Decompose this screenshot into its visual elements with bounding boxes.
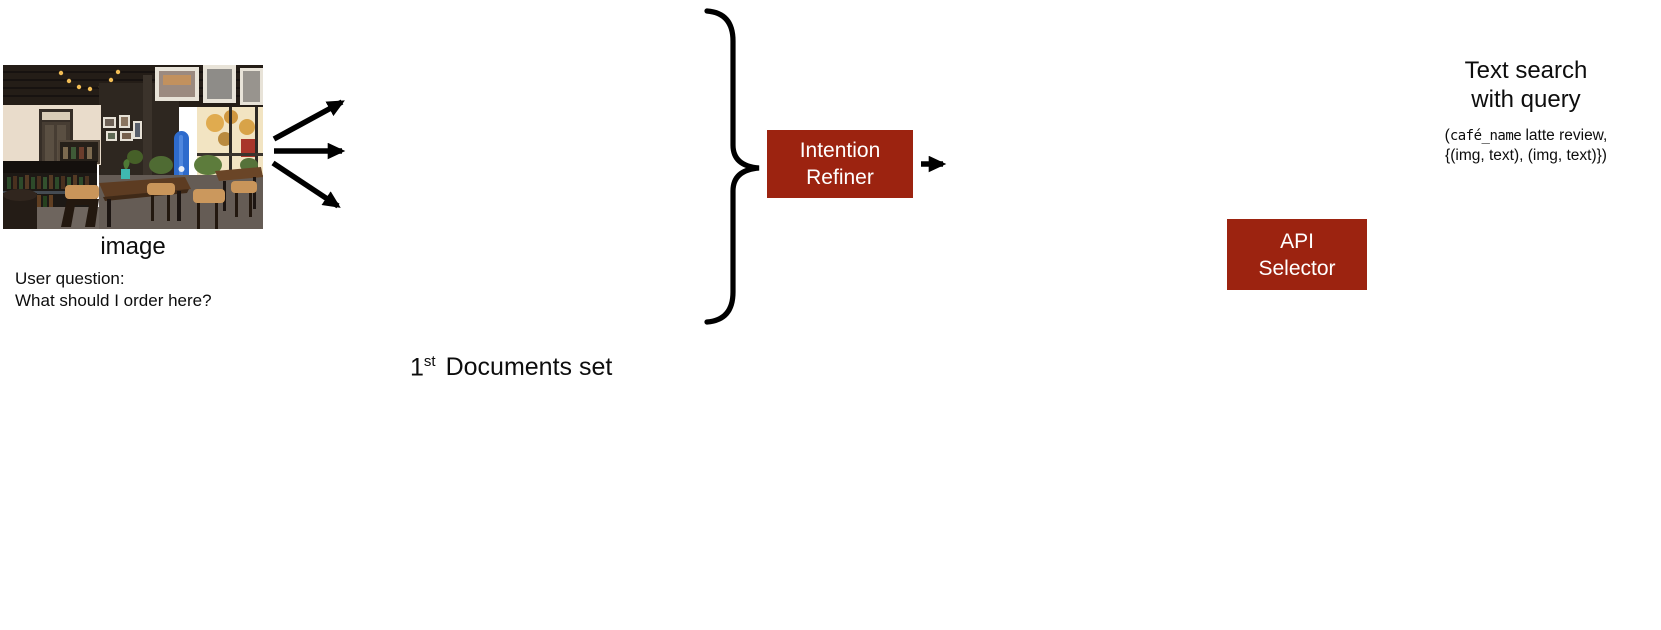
user-question: User question: What should I order here? bbox=[15, 268, 315, 312]
documents-set-label: 1st Documents set bbox=[410, 347, 612, 382]
cafe-photo-art bbox=[3, 65, 263, 229]
query-code-token: café_name bbox=[1449, 128, 1522, 144]
text-search-title-line2: with query bbox=[1471, 86, 1581, 113]
documents-set-text: Documents set bbox=[445, 353, 613, 382]
user-question-label: User question: bbox=[15, 269, 125, 288]
cafe-photo bbox=[3, 65, 263, 229]
text-search-title: Text search with query bbox=[1396, 56, 1656, 114]
intention-refiner-box: Intention Refiner bbox=[767, 130, 913, 198]
user-question-text: What should I order here? bbox=[15, 291, 212, 310]
query-open-paren: ( bbox=[1444, 127, 1450, 144]
arrow-right-icon bbox=[921, 155, 947, 173]
api-selector-label-line2: Selector bbox=[1258, 256, 1336, 280]
documents-set-ordinal: 1 bbox=[410, 353, 424, 382]
text-search-query: (café_name latte review, {(img, text), (… bbox=[1396, 126, 1656, 165]
documents-set-ordinal-suffix: st bbox=[423, 353, 436, 370]
text-search-query-line2: {(img, text), (img, text)}) bbox=[1445, 147, 1607, 164]
intention-refiner-label-line1: Intention bbox=[799, 139, 881, 162]
image-caption: image bbox=[100, 233, 166, 260]
intention-refiner-label-line2: Refiner bbox=[806, 166, 874, 189]
curly-brace-icon bbox=[704, 8, 760, 325]
text-search-title-line1: Text search bbox=[1464, 57, 1588, 84]
api-selector-box: API Selector bbox=[1227, 219, 1367, 290]
query-line1-rest: latte review, bbox=[1525, 127, 1608, 144]
fan-arrows-icon bbox=[271, 99, 346, 209]
text-search-query-line1: (café_name latte review, bbox=[1396, 126, 1656, 146]
api-selector-label-line1: API bbox=[1280, 229, 1314, 253]
